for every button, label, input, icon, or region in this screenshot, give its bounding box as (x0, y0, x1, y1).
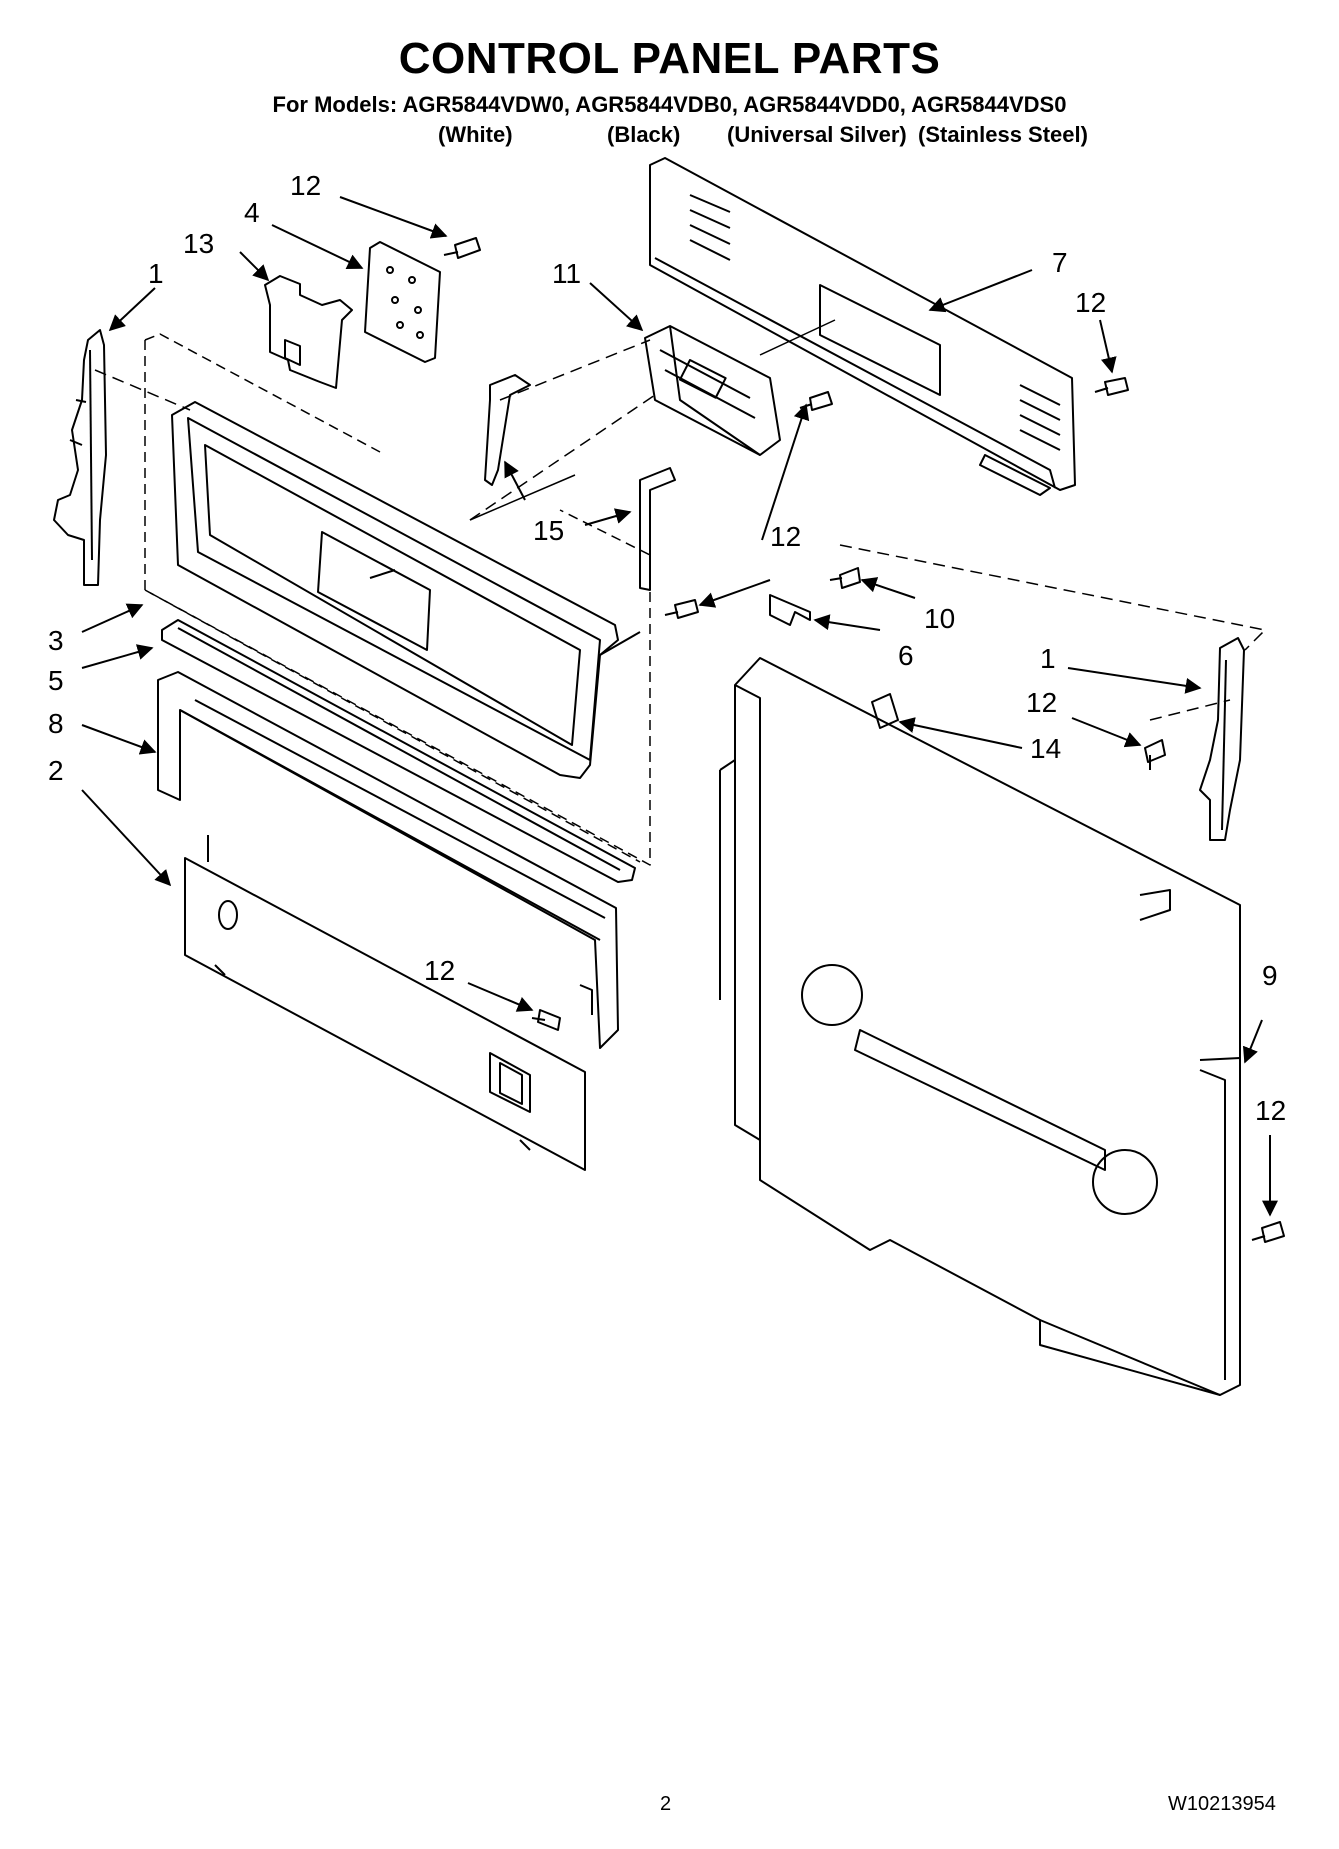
part-3-control-panel (171, 401, 641, 779)
callout-2: 2 (48, 755, 64, 786)
document-number: W10213954 (1168, 1793, 1276, 1815)
variant-white: (White) (438, 122, 513, 147)
part-14-clip (871, 693, 899, 729)
callout-12-right: 12 (1026, 687, 1057, 718)
part-5-trim-strip (161, 619, 636, 883)
callout-12-lower: 12 (424, 955, 455, 986)
callout-1-right: 1 (1040, 643, 1056, 674)
callout-3: 3 (48, 625, 64, 656)
callout-8: 8 (48, 708, 64, 739)
page-title: CONTROL PANEL PARTS (398, 34, 941, 83)
callout-9: 9 (1262, 960, 1278, 991)
callout-5: 5 (48, 665, 64, 696)
callout-numbers: 12 4 13 1 11 7 12 15 12 10 6 3 5 1 12 14… (48, 170, 1286, 1126)
part-7-rear-panel (649, 157, 1076, 496)
callout-15: 15 (533, 515, 564, 546)
page-number: 2 (660, 1793, 672, 1815)
callout-12-mid: 12 (770, 521, 801, 552)
callout-arrows (81, 196, 1278, 1217)
alignment-lines (94, 339, 1266, 721)
part-10-screw (829, 567, 861, 589)
part-1-right-end-cap (1199, 637, 1245, 841)
callout-10: 10 (924, 603, 955, 634)
callout-1-left: 1 (148, 258, 164, 289)
part-11-electronic-control (644, 325, 781, 456)
part-4-circuit-board (364, 241, 441, 363)
part-13-bracket (264, 275, 353, 389)
part-15-clips (484, 374, 676, 591)
part-1-left-end-cap (53, 329, 107, 586)
callout-7: 7 (1052, 247, 1068, 278)
model-list: For Models: AGR5844VDW0, AGR5844VDB0, AG… (272, 92, 1067, 117)
part-8-lower-channel (157, 671, 619, 1049)
callout-12-bottom-right: 12 (1255, 1095, 1286, 1126)
variant-stainless-steel: (Stainless Steel) (918, 122, 1088, 147)
callout-13: 13 (183, 228, 214, 259)
part-9-side-panel (719, 657, 1241, 1396)
assembly-outline (144, 333, 651, 866)
callout-12-rear: 12 (1075, 287, 1106, 318)
part-2-lower-shield (184, 835, 586, 1171)
callout-4: 4 (244, 197, 260, 228)
variant-universal-silver: (Universal Silver) (727, 122, 907, 147)
callout-14: 14 (1030, 733, 1061, 764)
variant-black: (Black) (607, 122, 681, 147)
part-6-clip (769, 594, 811, 626)
callout-11: 11 (552, 258, 581, 289)
solid-leader-lines (469, 319, 836, 521)
screw-parts (443, 237, 1285, 1243)
callout-12-top: 12 (290, 170, 321, 201)
callout-6: 6 (898, 640, 914, 671)
